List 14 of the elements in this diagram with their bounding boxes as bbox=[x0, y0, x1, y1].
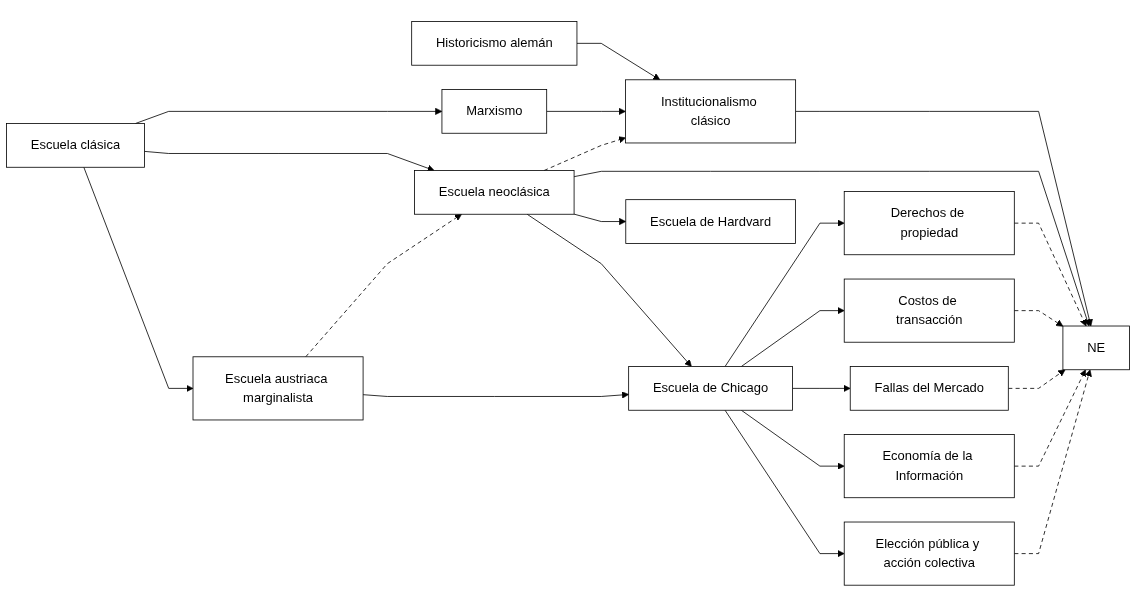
node-box: Derechos de propiedad bbox=[843, 191, 1015, 256]
node-box: Marxismo bbox=[441, 89, 548, 134]
node-box: NE bbox=[1062, 325, 1130, 371]
node-box: Institucionalismo clásico bbox=[625, 79, 797, 144]
node-box: Historicismo alemán bbox=[411, 21, 578, 66]
node-box: Elección pública y acción colectiva bbox=[843, 521, 1015, 586]
node-box: Escuela austriaca marginalista bbox=[192, 356, 364, 421]
node-box: Escuela de Hardvard bbox=[625, 199, 796, 244]
node-box: Economía de la Información bbox=[843, 434, 1015, 499]
node-box: Escuela de Chicago bbox=[628, 366, 793, 411]
node-box: Fallas del Mercado bbox=[849, 366, 1009, 411]
node-box: Escuela neoclásica bbox=[414, 170, 575, 215]
node-box: Costos de transacción bbox=[843, 278, 1015, 343]
node-box: Escuela clásica bbox=[6, 123, 145, 168]
